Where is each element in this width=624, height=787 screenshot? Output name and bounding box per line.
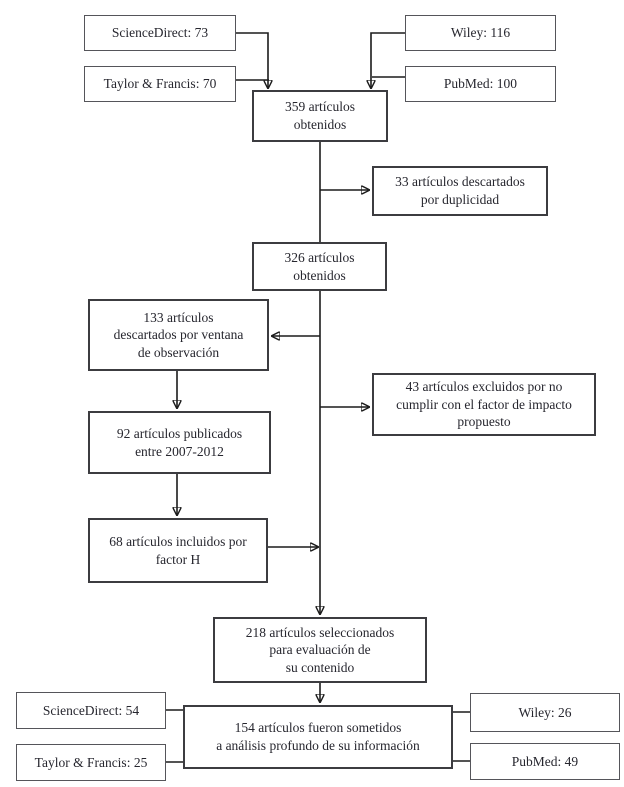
process-box-359-obtained: 359 artículos obtenidos xyxy=(252,90,388,142)
process-box-218-selected: 218 artículos seleccionados para evaluac… xyxy=(213,617,427,683)
source-box-taylor-francis-final: Taylor & Francis: 25 xyxy=(16,744,166,781)
source-box-wiley-initial: Wiley: 116 xyxy=(405,15,556,51)
source-box-pubmed-final: PubMed: 49 xyxy=(470,743,620,780)
source-box-taylor-francis-initial: Taylor & Francis: 70 xyxy=(84,66,236,102)
source-box-wiley-final: Wiley: 26 xyxy=(470,693,620,732)
exclusion-box-133-observation-window: 133 artículos descartados por ventana de… xyxy=(88,299,269,371)
process-box-154-analyzed: 154 artículos fueron sometidos a análisi… xyxy=(183,705,453,769)
process-box-92-published-2007-2012: 92 artículos publicados entre 2007-2012 xyxy=(88,411,271,474)
arrow-wiley-to-359 xyxy=(371,32,405,88)
exclusion-box-43-impact-factor: 43 artículos excluidos por no cumplir co… xyxy=(372,373,596,436)
process-box-326-obtained: 326 artículos obtenidos xyxy=(252,242,387,291)
source-box-sciencedirect-initial: ScienceDirect: 73 xyxy=(84,15,236,51)
exclusion-box-33-duplicates: 33 artículos descartados por duplicidad xyxy=(372,166,548,216)
process-box-68-h-factor: 68 artículos incluidos por factor H xyxy=(88,518,268,583)
source-box-sciencedirect-final: ScienceDirect: 54 xyxy=(16,692,166,729)
source-box-pubmed-initial: PubMed: 100 xyxy=(405,66,556,102)
arrow-sciencedirect-to-359 xyxy=(236,32,268,88)
